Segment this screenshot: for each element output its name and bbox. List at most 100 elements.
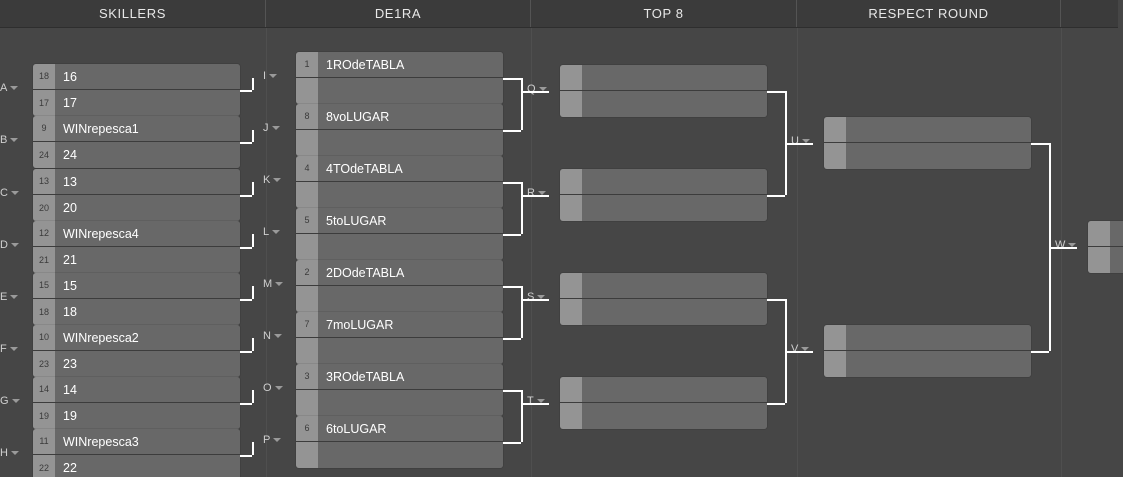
match-label-b[interactable]: B [0, 134, 19, 146]
chevron-down-icon[interactable] [273, 438, 282, 442]
match-slot[interactable] [296, 286, 503, 312]
chevron-down-icon[interactable] [10, 86, 19, 90]
match-slot[interactable] [560, 273, 767, 299]
match-slot[interactable] [296, 78, 503, 104]
match-label-n[interactable]: N [263, 330, 282, 342]
match-w[interactable] [1088, 221, 1123, 273]
match-slot[interactable] [560, 377, 767, 403]
chevron-down-icon[interactable] [273, 334, 282, 338]
chevron-down-icon[interactable] [271, 126, 280, 130]
match-label-d[interactable]: D [0, 239, 19, 251]
match-slot[interactable] [296, 390, 503, 416]
match-label-j[interactable]: J [263, 122, 280, 134]
match-label-v[interactable]: V [791, 343, 810, 355]
chevron-down-icon[interactable] [10, 451, 19, 455]
match-q[interactable] [560, 65, 767, 117]
match-label-w[interactable]: W [1055, 239, 1077, 251]
match-label-o[interactable]: O [263, 382, 283, 394]
match-slot[interactable] [560, 169, 767, 195]
match-slot[interactable] [824, 351, 1031, 377]
chevron-down-icon[interactable] [9, 347, 18, 351]
match-label-c[interactable]: C [0, 187, 19, 199]
chevron-down-icon[interactable] [536, 399, 545, 403]
chevron-down-icon[interactable] [10, 138, 19, 142]
match-slot[interactable] [296, 234, 503, 260]
match-slot[interactable] [560, 299, 767, 325]
match-slot[interactable] [296, 130, 503, 156]
match-slot[interactable] [296, 182, 503, 208]
chevron-down-icon[interactable] [272, 230, 281, 234]
chevron-down-icon[interactable] [801, 347, 810, 351]
match-label-s[interactable]: S [527, 291, 546, 303]
match-slot[interactable] [1088, 247, 1123, 273]
chevron-down-icon[interactable] [10, 243, 19, 247]
chevron-down-icon[interactable] [1068, 243, 1077, 247]
match-r[interactable] [560, 169, 767, 221]
match-label-g[interactable]: G [0, 395, 20, 407]
match-label-r[interactable]: R [527, 187, 546, 199]
match-label-f[interactable]: F [0, 343, 18, 355]
match-slot[interactable] [560, 403, 767, 429]
match-label-m[interactable]: M [263, 278, 284, 290]
chevron-down-icon[interactable] [275, 282, 284, 286]
match-label-t[interactable]: T [527, 395, 545, 407]
match-label-p[interactable]: P [263, 434, 282, 446]
match-u[interactable] [824, 117, 1031, 169]
match-label-a[interactable]: A [0, 82, 19, 94]
match-slot[interactable] [560, 65, 767, 91]
match-slot[interactable] [824, 117, 1031, 143]
match-label-h[interactable]: H [0, 447, 19, 459]
match-label-u[interactable]: U [791, 135, 810, 147]
match-slot[interactable] [296, 442, 503, 468]
match-label-i[interactable]: I [263, 70, 278, 82]
chevron-down-icon[interactable] [537, 191, 546, 195]
match-label-e[interactable]: E [0, 291, 19, 303]
match-label-q[interactable]: Q [527, 83, 547, 95]
chevron-down-icon[interactable] [537, 295, 546, 299]
match-slot[interactable] [1088, 221, 1123, 247]
chevron-down-icon[interactable] [10, 191, 19, 195]
match-slot[interactable] [824, 143, 1031, 169]
match-v[interactable] [824, 325, 1031, 377]
match-slot[interactable] [560, 195, 767, 221]
match-t[interactable] [560, 377, 767, 429]
chevron-down-icon[interactable] [538, 87, 547, 91]
match-slot[interactable] [560, 91, 767, 117]
match-label-k[interactable]: K [263, 174, 282, 186]
match-label-l[interactable]: L [263, 226, 281, 238]
chevron-down-icon[interactable] [269, 74, 278, 78]
match-s[interactable] [560, 273, 767, 325]
